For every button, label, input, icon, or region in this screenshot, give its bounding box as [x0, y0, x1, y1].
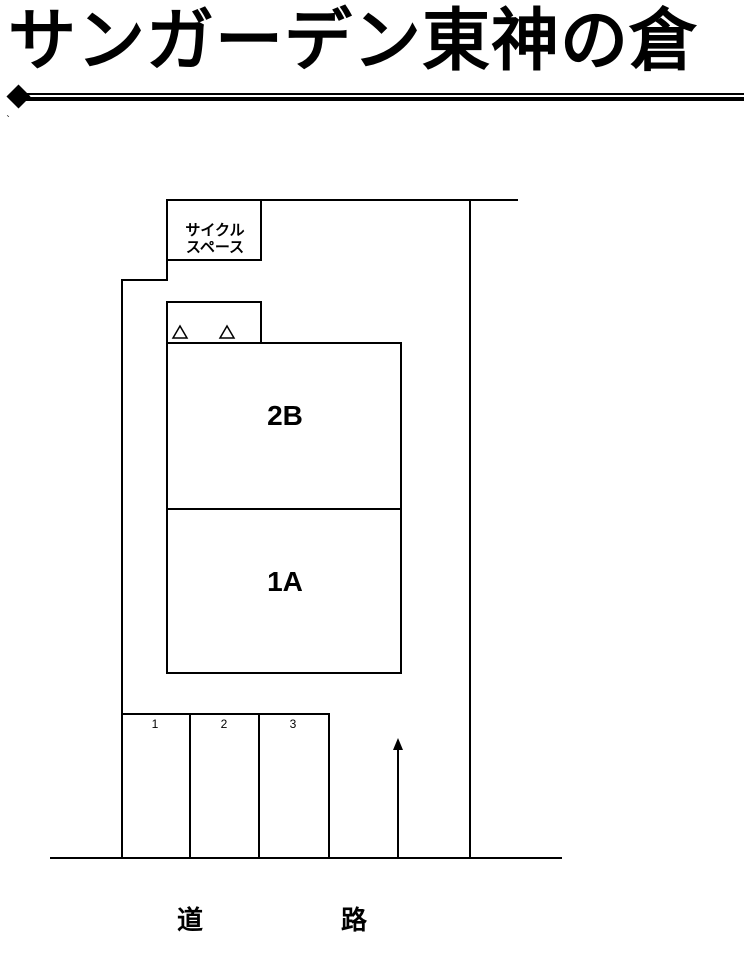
lot-boundary — [121, 199, 518, 858]
parking-space-3-label: 3 — [289, 717, 297, 731]
cycle-space-line2: スペース — [185, 239, 245, 256]
unit-2b-label: 2B — [267, 400, 303, 431]
stray-mark: ` — [6, 115, 11, 126]
title-rule-thick — [22, 97, 744, 101]
cycle-space-box — [166, 199, 262, 261]
cycle-space-line1: サイクル — [185, 222, 245, 239]
triangle-icon — [171, 324, 189, 339]
page-title: サンガーデン東神の倉 — [8, 2, 699, 81]
triangle-icon — [218, 324, 236, 339]
road-label-1: 道 — [176, 906, 203, 936]
cycle-space-label: サイクル スペース — [170, 222, 260, 256]
title-rule-thin — [22, 93, 744, 95]
parking-space-1-label: 1 — [151, 717, 159, 731]
road-label-2: 路 — [340, 906, 367, 936]
parking-outline — [122, 713, 330, 858]
entrance-box — [166, 301, 262, 344]
arrow-head — [393, 738, 403, 750]
unit-1a-label: 1A — [267, 566, 303, 597]
parking-space-2-label: 2 — [220, 717, 228, 731]
